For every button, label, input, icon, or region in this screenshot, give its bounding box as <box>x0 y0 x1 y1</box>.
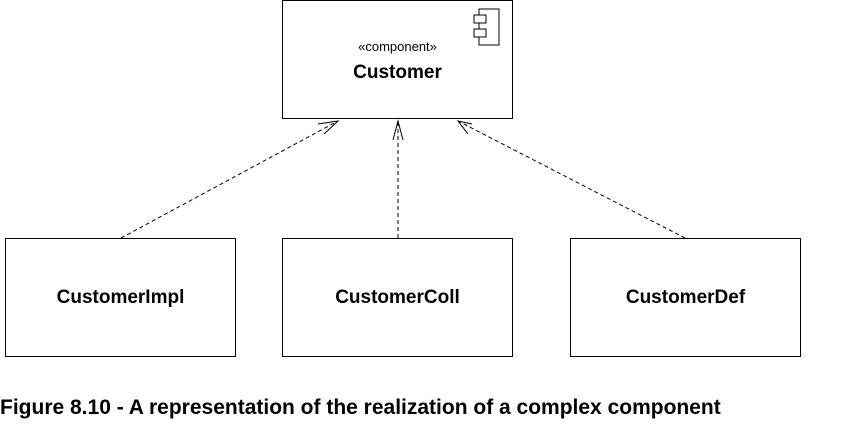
arrowhead-def <box>456 120 473 135</box>
class-name: CustomerImpl <box>56 287 185 308</box>
realization-line-impl <box>120 120 339 239</box>
arrowhead-coll <box>392 119 404 141</box>
arrowhead-impl <box>317 120 340 135</box>
class-customer-impl: CustomerImpl <box>5 238 236 357</box>
class-name: CustomerColl <box>335 287 460 308</box>
stereotype-label: «component» <box>358 39 437 54</box>
realization-line-def <box>457 120 686 239</box>
class-customer-def: CustomerDef <box>570 238 801 357</box>
component-icon <box>473 8 500 46</box>
class-customer-coll: CustomerColl <box>282 238 513 357</box>
component-name: Customer <box>353 62 442 83</box>
class-name: CustomerDef <box>625 287 746 308</box>
figure-caption: Figure 8.10 - A representation of the re… <box>0 396 721 419</box>
component-customer: «component» Customer <box>282 0 513 119</box>
